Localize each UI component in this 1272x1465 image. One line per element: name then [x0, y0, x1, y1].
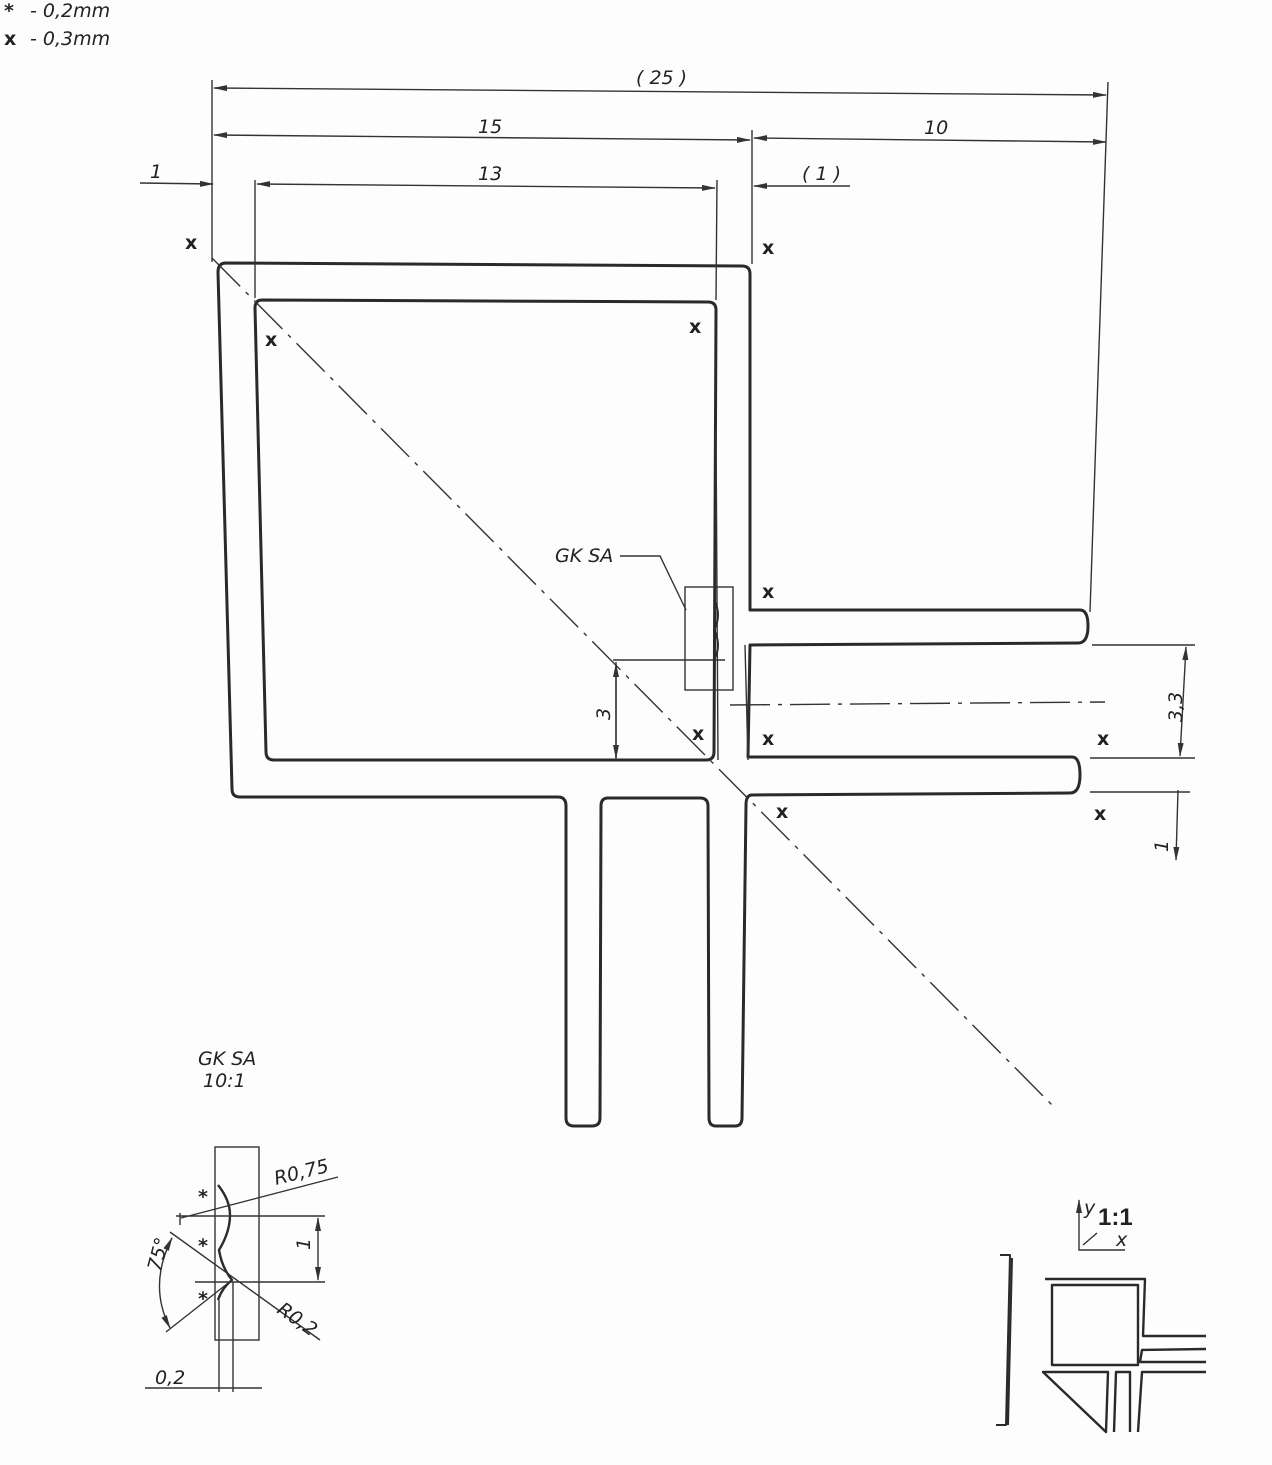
marker-x: x: [265, 329, 277, 351]
dim-gap: ( 1 ): [802, 163, 841, 185]
dim-arm: 1: [1151, 840, 1173, 852]
dim-overall: ( 25 ): [636, 67, 687, 89]
star-marker: *: [198, 1288, 208, 1310]
star-marker: *: [198, 1235, 208, 1257]
detail-callout: GK SA: [555, 545, 734, 691]
legend-x-symbol: x: [4, 28, 16, 50]
scale-label: 1:1: [1098, 1204, 1133, 1231]
scale-view: y x 1:1: [996, 1197, 1207, 1434]
star-marker: *: [198, 1186, 208, 1208]
detail-radius-small: R0,2: [273, 1298, 321, 1341]
dim-left: 15: [478, 116, 502, 138]
marker-x: x: [762, 581, 774, 603]
dim-pitch: 3,3: [1165, 692, 1187, 722]
dim-inner: 13: [478, 163, 502, 185]
dim-offset: 3: [593, 708, 615, 720]
dim-wall: 1: [150, 161, 162, 183]
detail-radius-large: R0,75: [272, 1155, 331, 1190]
marker-x: x: [762, 728, 774, 750]
marker-x: x: [689, 316, 701, 338]
detail-view: GK SA 10:1 75° R0,75 R0,2 1 0,2 * * *: [144, 1048, 339, 1392]
detail-title: GK SA: [198, 1048, 256, 1070]
detail-scale: 10:1: [203, 1070, 246, 1092]
tolerance-markers: x x x x x x x x x x: [185, 232, 1109, 825]
dim-right: 10: [924, 117, 948, 139]
marker-x: x: [762, 237, 774, 259]
detail-angle: 75°: [144, 1235, 174, 1273]
marker-x: x: [1097, 728, 1109, 750]
detail-thickness: 0,2: [155, 1367, 185, 1389]
legend: * - 0,2mm x - 0,3mm: [4, 0, 110, 50]
legend-star-text: - 0,2mm: [30, 0, 110, 22]
axis-y-label: y: [1083, 1197, 1096, 1219]
detail-height: 1: [293, 1238, 315, 1250]
axis-x-label: x: [1115, 1229, 1128, 1251]
profile-outline: [211, 257, 1106, 1128]
legend-star-symbol: *: [4, 0, 14, 22]
dimension-lines: ( 25 ) 15 10 1 13 ( 1 ) 3 3,3 1: [139, 67, 1195, 861]
marker-x: x: [776, 801, 788, 823]
marker-x: x: [185, 232, 197, 254]
marker-x: x: [1094, 803, 1106, 825]
marker-x: x: [692, 723, 704, 745]
legend-x-text: - 0,3mm: [30, 28, 110, 50]
callout-label: GK SA: [555, 545, 613, 567]
